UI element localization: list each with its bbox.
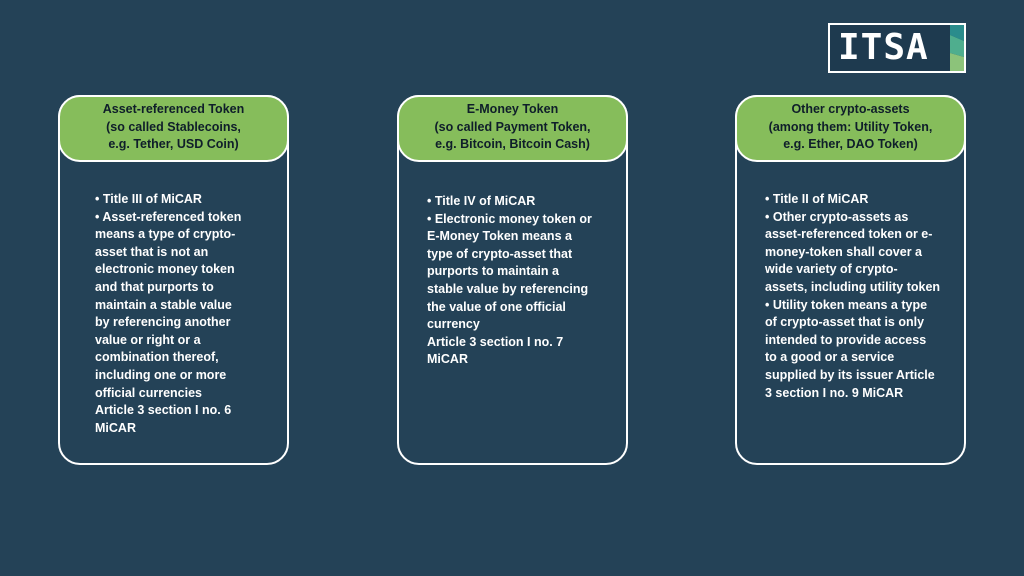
card-line: maintain a stable value [95,297,232,312]
card-line: supplied by its issuer Article [765,367,935,382]
card-asset-referenced-token: Asset-referenced Token (so called Stable… [58,95,289,465]
card-line: wide variety of crypto- [765,262,898,277]
logo-stripes-icon [950,25,964,71]
card-line: official currencies [95,385,202,400]
card-line: • Asset-referenced token [95,209,242,224]
card-body: • Title III of MiCAR • Asset-referenced … [95,191,241,437]
card-body: • Title IV of MiCAR • Electronic money t… [427,193,592,369]
card-line: currency [427,317,480,332]
card-line: E-Money Token means a [427,229,572,244]
card-header: Asset-referenced Token (so called Stable… [58,95,289,162]
card-title: Asset-referenced Token [102,102,245,116]
card-line: value or right or a [95,332,201,347]
logo-text: ITSA [838,27,929,68]
card-e-money-token: E-Money Token (so called Payment Token, … [397,95,628,465]
card-line: to a good or a service [765,350,895,365]
card-line: type of crypto-asset that [427,246,573,261]
card-examples: e.g. Ether, DAO Token) [783,137,918,151]
card-examples: e.g. Bitcoin, Bitcoin Cash) [435,137,590,151]
card-header: Other crypto-assets (among them: Utility… [735,95,966,162]
card-other-crypto-assets: Other crypto-assets (among them: Utility… [735,95,966,465]
card-line: the value of one official [427,299,566,314]
card-line: stable value by referencing [427,281,589,296]
card-line: by referencing another [95,315,231,330]
card-line: • Electronic money token or [427,211,592,226]
card-line: asset that is not an [95,244,209,259]
card-subtitle: (among them: Utility Token, [768,119,933,134]
card-line: • Utility token means a type [765,297,928,312]
card-line: Article 3 section I no. 7 [427,334,564,349]
card-line: • Title IV of MiCAR [427,194,536,208]
card-line: including one or more [95,367,227,382]
card-line: • Other crypto-assets as [765,209,909,224]
card-line: purports to maintain a [427,264,559,279]
card-subtitle: (so called Stablecoins, [106,119,241,134]
card-line: asset-referenced token or e- [765,227,933,242]
card-line: means a type of crypto- [95,227,236,242]
card-line: combination thereof, [95,350,219,365]
card-title: E-Money Token [466,102,559,116]
card-line: electronic money token [95,262,235,277]
card-line: assets, including utility token [765,279,941,294]
card-examples: e.g. Tether, USD Coin) [108,137,239,151]
card-body: • Title II of MiCAR • Other crypto-asset… [765,191,940,402]
card-line: 3 section I no. 9 MiCAR [765,385,904,400]
card-header: E-Money Token (so called Payment Token, … [397,95,628,162]
card-title: Other crypto-assets [791,102,910,116]
card-line: Article 3 section I no. 6 [95,403,232,418]
card-line: • Title II of MiCAR [765,192,869,206]
card-line: intended to provide access [765,332,927,347]
itsa-logo: ITSA [828,23,966,73]
card-line: MiCAR [95,420,136,435]
card-subtitle: (so called Payment Token, [434,119,591,134]
card-line: of crypto-asset that is only [765,315,925,330]
card-line: money-token shall cover a [765,244,923,259]
card-line: and that purports to [95,279,214,294]
card-line: MiCAR [427,352,468,367]
card-line: • Title III of MiCAR [95,192,202,206]
